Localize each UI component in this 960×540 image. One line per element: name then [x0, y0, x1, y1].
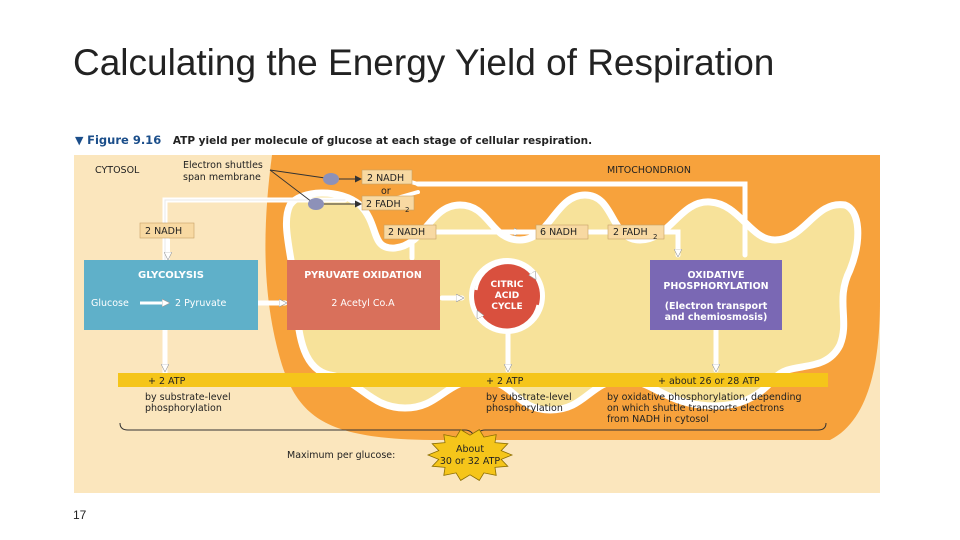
slide-title: Calculating the Energy Yield of Respirat… [73, 42, 775, 83]
glycolysis-input: Glucose [91, 298, 129, 309]
glycolysis-title: GLYCOLYSIS [138, 270, 204, 281]
svg-text:2 NADH: 2 NADH [388, 227, 425, 238]
svg-text:CYCLE: CYCLE [491, 302, 522, 312]
figure-triangle-icon: ▼ [75, 134, 84, 147]
svg-text:About: About [456, 444, 484, 455]
oxidative-phosphorylation-box: OXIDATIVE PHOSPHORYLATION (Electron tran… [650, 260, 782, 330]
svg-text:30 or 32 ATP: 30 or 32 ATP [440, 456, 501, 467]
shuttle-label-1: Electron shuttles [183, 160, 263, 171]
oxphos-note-3: from NADH in cytosol [607, 414, 709, 425]
svg-text:and chemiosmosis): and chemiosmosis) [665, 312, 768, 323]
svg-text:OXIDATIVE: OXIDATIVE [688, 270, 745, 281]
glycolysis-output: 2 Pyruvate [175, 298, 227, 309]
oxphos-atp: + about 26 or 28 ATP [658, 376, 760, 387]
figure-header: ▼ Figure 9.16 ATP yield per molecule of … [75, 133, 592, 147]
pyruvate-oxidation-output: 2 Acetyl Co.A [331, 298, 395, 309]
figure-label: Figure 9.16 [87, 133, 162, 147]
svg-text:(Electron transport: (Electron transport [665, 301, 768, 312]
svg-text:2 NADH: 2 NADH [145, 226, 182, 237]
pyruvate-oxidation-title: PYRUVATE OXIDATION [304, 270, 422, 281]
svg-text:2 NADH: 2 NADH [367, 173, 404, 184]
svg-text:6 NADH: 6 NADH [540, 227, 577, 238]
cycle-note-2: phosphorylation [486, 403, 563, 414]
glycolysis-box: GLYCOLYSIS Glucose 2 Pyruvate [84, 260, 258, 330]
shuttle-protein-lower [308, 198, 324, 210]
glycolysis-nadh-box: 2 NADH [139, 222, 195, 239]
svg-text:ACID: ACID [495, 291, 519, 301]
svg-text:2 FADH: 2 FADH [613, 227, 648, 238]
max-per-glucose-label: Maximum per glucose: [287, 450, 395, 461]
glycolysis-atp: + 2 ATP [148, 376, 186, 387]
figure-caption: ATP yield per molecule of glucose at eac… [172, 135, 593, 147]
atp-bar: + 2 ATP + 2 ATP + about 26 or 28 ATP [118, 373, 828, 387]
shuttle-nadh-box: 2 NADH [361, 169, 413, 185]
page-number: 17 [73, 508, 87, 522]
mitochondrion-label: MITOCHONDRION [607, 165, 691, 176]
svg-text:2: 2 [653, 233, 657, 241]
cycle-note-1: by substrate-level [486, 392, 572, 403]
shuttle-label-2: span membrane [183, 172, 261, 183]
cycle-nadh-box: 6 NADH [535, 224, 589, 240]
shuttle-fadh-box: 2 FADH 2 [361, 195, 415, 214]
glycolysis-note-1: by substrate-level [145, 392, 231, 403]
cycle-atp: + 2 ATP [486, 376, 524, 387]
or-label: or [381, 186, 391, 197]
shuttle-protein-upper [323, 173, 339, 185]
oxphos-note-1: by oxidative phosphorylation, depending [607, 392, 802, 403]
citric-acid-cycle: CITRIC ACID CYCLE [469, 258, 545, 334]
cytosol-label: CYTOSOL [95, 165, 140, 176]
oxphos-note-2: on which shuttle transports electrons [607, 403, 784, 414]
pyruvate-oxidation-box: PYRUVATE OXIDATION 2 Acetyl Co.A [287, 260, 440, 330]
svg-text:PHOSPHORYLATION: PHOSPHORYLATION [663, 281, 768, 292]
svg-text:CITRIC: CITRIC [491, 280, 524, 290]
svg-text:2 FADH: 2 FADH [366, 199, 401, 210]
svg-text:2: 2 [405, 206, 409, 214]
glycolysis-note-2: phosphorylation [145, 403, 222, 414]
total-atp-starburst: About 30 or 32 ATP [426, 429, 514, 481]
shuttle-pointers [269, 169, 362, 210]
cycle-fadh-box: 2 FADH 2 [607, 224, 665, 241]
pyruvate-nadh-box: 2 NADH [383, 224, 437, 240]
